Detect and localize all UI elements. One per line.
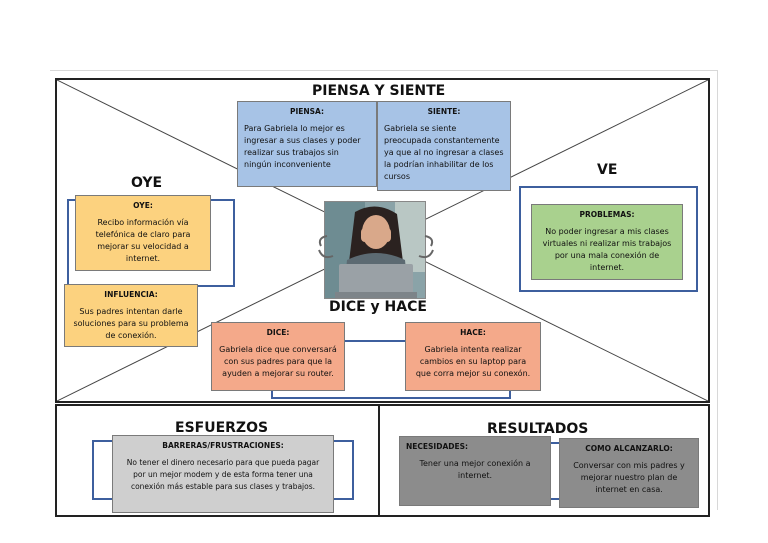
card-necesidades-text: Tener una mejor conexión a internet. (419, 459, 531, 480)
swirl-decoration (318, 235, 434, 259)
card-oye: OYE: Recibo información vía telefónica d… (75, 195, 211, 271)
card-hace-label: HACE: (460, 328, 486, 337)
resultados-frame (378, 404, 710, 517)
card-oye-text: Recibo información vía telefónica de cla… (95, 218, 191, 263)
heading-resultados: RESULTADOS (487, 421, 589, 437)
page-edge-right (717, 70, 718, 510)
card-hace: HACE: Gabriela intenta realizar cambios … (405, 322, 541, 391)
card-barreras-label: BARRERAS/FRUSTRACIONES: (162, 441, 284, 450)
card-influencia-label: INFLUENCIA: (104, 290, 158, 299)
card-dice-label: DICE: (266, 328, 290, 337)
card-problemas-text: No poder ingresar a mis clases virtuales… (542, 227, 672, 272)
heading-dice-hace: DICE y HACE (329, 299, 427, 315)
person-photo (324, 201, 426, 299)
card-hace-text: Gabriela intenta realizar cambios en su … (415, 345, 531, 378)
card-barreras-text: No tener el dinero necesario para que pu… (126, 458, 320, 491)
card-piensa-text: Para Gabriela lo mejor es ingresar a sus… (244, 124, 361, 169)
card-problemas-label: PROBLEMAS: (579, 210, 635, 219)
card-influencia: INFLUENCIA: Sus padres intentan darle so… (64, 284, 198, 347)
card-dice: DICE: Gabriela dice que conversará con s… (211, 322, 345, 391)
card-necesidades: NECESIDADES: Tener una mejor conexión a … (399, 436, 551, 506)
heading-ve: VE (597, 162, 618, 178)
card-como-text: Conversar con mis padres y mejorar nuest… (573, 461, 685, 494)
heading-esfuerzos: ESFUERZOS (175, 420, 269, 436)
heading-piensa-siente: PIENSA Y SIENTE (312, 83, 446, 99)
card-barreras: BARRERAS/FRUSTRACIONES: No tener el dine… (112, 435, 334, 513)
card-influencia-text: Sus padres intentan darle soluciones par… (73, 307, 189, 340)
ve-bracket (519, 186, 698, 292)
card-siente-label: SIENTE: (427, 107, 461, 116)
card-problemas: PROBLEMAS: No poder ingresar a mis clase… (531, 204, 683, 280)
card-piensa-label: PIENSA: (289, 107, 325, 116)
card-siente-text: Gabriela se siente preocupada constantem… (384, 124, 504, 181)
heading-oye: OYE (131, 175, 163, 191)
card-dice-text: Gabriela dice que conversará con sus pad… (219, 345, 337, 378)
card-siente: SIENTE: Gabriela se siente preocupada co… (377, 101, 511, 191)
card-piensa: PIENSA: Para Gabriela lo mejor es ingres… (237, 101, 377, 187)
card-como-label: COMO ALCANZARLO: (585, 444, 673, 453)
card-necesidades-label: NECESIDADES: (406, 442, 468, 451)
card-oye-label: OYE: (133, 201, 153, 210)
page-edge-top (50, 70, 718, 71)
card-como-alcanzarlo: COMO ALCANZARLO: Conversar con mis padre… (559, 438, 699, 508)
